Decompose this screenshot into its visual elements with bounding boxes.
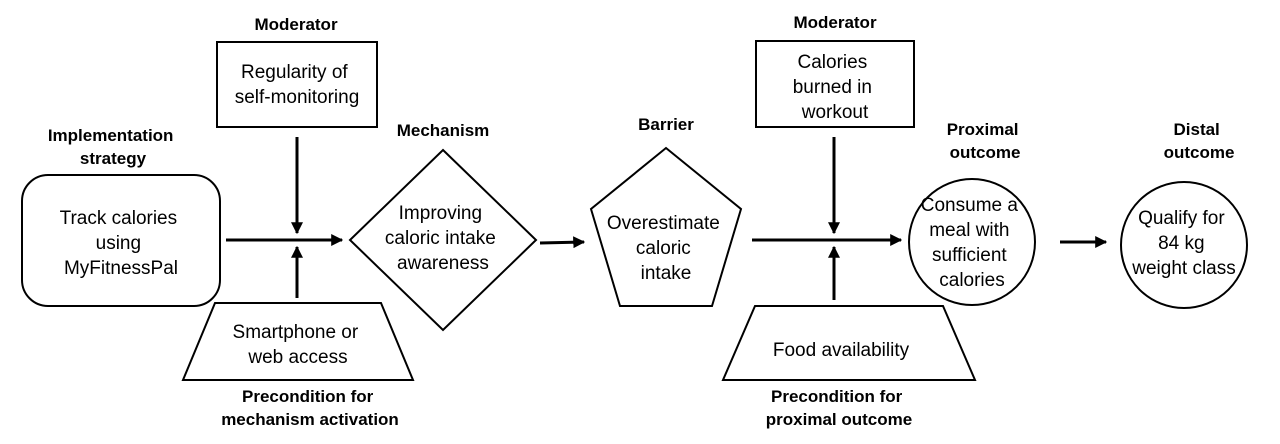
- precondition-1-node: Smartphone or web access Precondition fo…: [181, 302, 415, 429]
- moderator-1-text: Regularity of self-monitoring: [235, 62, 360, 108]
- proximal-circle: [908, 178, 1036, 306]
- proximal-outcome-node: Proximal outcome Consume a meal with suf…: [908, 120, 1036, 306]
- moderator-1-heading: Moderator: [254, 15, 338, 34]
- mechanism-heading: Mechanism: [397, 121, 490, 140]
- precondition-1-heading: Precondition for mechanism activation: [221, 387, 399, 429]
- mechanism-node: Mechanism Improving caloric intake aware…: [348, 121, 538, 332]
- arrow-mechanism-to-barrier: [539, 236, 586, 249]
- barrier-heading: Barrier: [638, 115, 694, 134]
- barrier-text: Overestimate caloric intake: [607, 213, 725, 284]
- moderator-2-heading: Moderator: [793, 13, 877, 32]
- moderator-1-box: [216, 41, 378, 128]
- barrier-pentagon: [589, 146, 743, 307]
- implementation-text: Track calories using MyFitnessPal: [60, 208, 183, 279]
- moderator-2-box: [755, 40, 915, 128]
- moderator-1-node: Moderator Regularity of self-monitoring: [216, 15, 378, 128]
- distal-circle: [1120, 181, 1248, 309]
- proximal-heading: Proximal outcome: [947, 120, 1024, 162]
- moderator-2-node: Moderator Calories burned in workout: [755, 13, 915, 128]
- precondition-2-text: Food availability: [773, 340, 910, 361]
- precondition-2-heading: Precondition for proximal outcome: [766, 387, 912, 429]
- precondition-2-trapezoid: [721, 305, 977, 381]
- distal-text: Qualify for 84 kg weight class: [1131, 208, 1236, 279]
- proximal-text: Consume a meal with sufficient calories: [921, 195, 1023, 291]
- precondition-1-trapezoid: [181, 302, 415, 381]
- moderator-2-text: Calories burned in workout: [793, 52, 878, 123]
- barrier-node: Barrier Overestimate caloric intake: [589, 115, 743, 307]
- distal-outcome-node: Distal outcome Qualify for 84 kg weight …: [1120, 120, 1248, 309]
- distal-heading: Distal outcome: [1164, 120, 1235, 162]
- precondition-1-text: Smartphone or web access: [233, 322, 364, 368]
- implementation-box: [21, 174, 221, 307]
- precondition-2-node: Food availability Precondition for proxi…: [721, 305, 977, 429]
- implementation-strategy-node: Implementation strategy Track calories u…: [21, 126, 221, 307]
- mechanism-diamond: [348, 148, 538, 332]
- mechanism-text: Improving caloric intake awareness: [385, 203, 501, 274]
- implementation-heading: Implementation strategy: [48, 126, 178, 168]
